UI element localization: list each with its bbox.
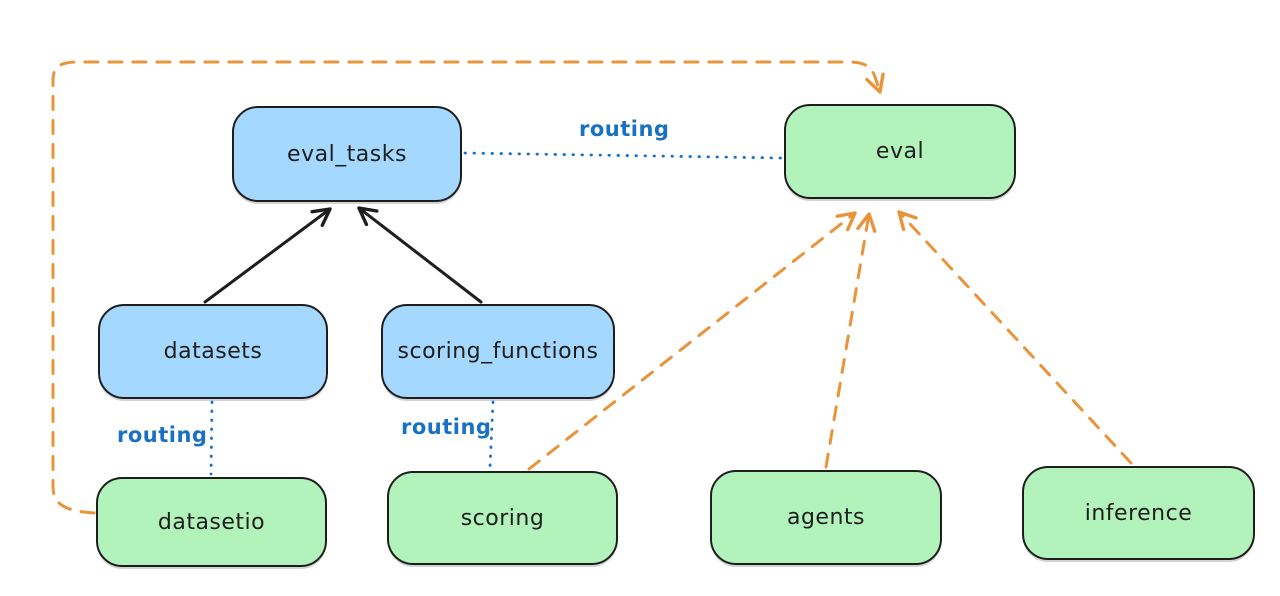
edge-scoring-functions-to-eval-tasks: [357, 206, 483, 304]
node-scoring-functions: scoring_functions: [381, 304, 615, 399]
routing-label-datasetio: routing: [117, 423, 208, 447]
node-eval: eval: [784, 104, 1016, 199]
edge-scoring-functions-to-scoring-routing: [488, 400, 495, 469]
edge-datasetio-to-eval: [51, 60, 885, 515]
node-eval-tasks-label: eval_tasks: [287, 141, 407, 167]
edge-inference-to-eval: [897, 210, 1133, 465]
node-inference-label: inference: [1084, 500, 1193, 526]
edge-datasets-to-datasetio-routing: [209, 400, 214, 476]
node-scoring-functions-label: scoring_functions: [397, 339, 599, 364]
node-scoring-label: scoring: [460, 505, 545, 531]
routing-label-scoring: routing: [401, 415, 492, 439]
routing-label-eval: routing: [579, 117, 670, 141]
node-datasets: datasets: [98, 304, 328, 399]
node-datasetio: datasetio: [96, 477, 327, 567]
edge-eval-tasks-to-eval-routing: [463, 151, 783, 160]
node-datasetio-label: datasetio: [157, 509, 266, 535]
edge-scoring-to-eval: [527, 211, 857, 471]
node-agents-label: agents: [786, 505, 865, 530]
node-agents: agents: [710, 470, 942, 565]
node-eval-tasks: eval_tasks: [232, 106, 462, 202]
edge-datasets-to-eval-tasks: [203, 207, 332, 304]
node-scoring: scoring: [387, 471, 618, 565]
node-inference: inference: [1022, 466, 1255, 560]
node-eval-label: eval: [875, 139, 925, 164]
node-datasets-label: datasets: [163, 339, 263, 364]
edge-agents-to-eval: [824, 212, 877, 469]
